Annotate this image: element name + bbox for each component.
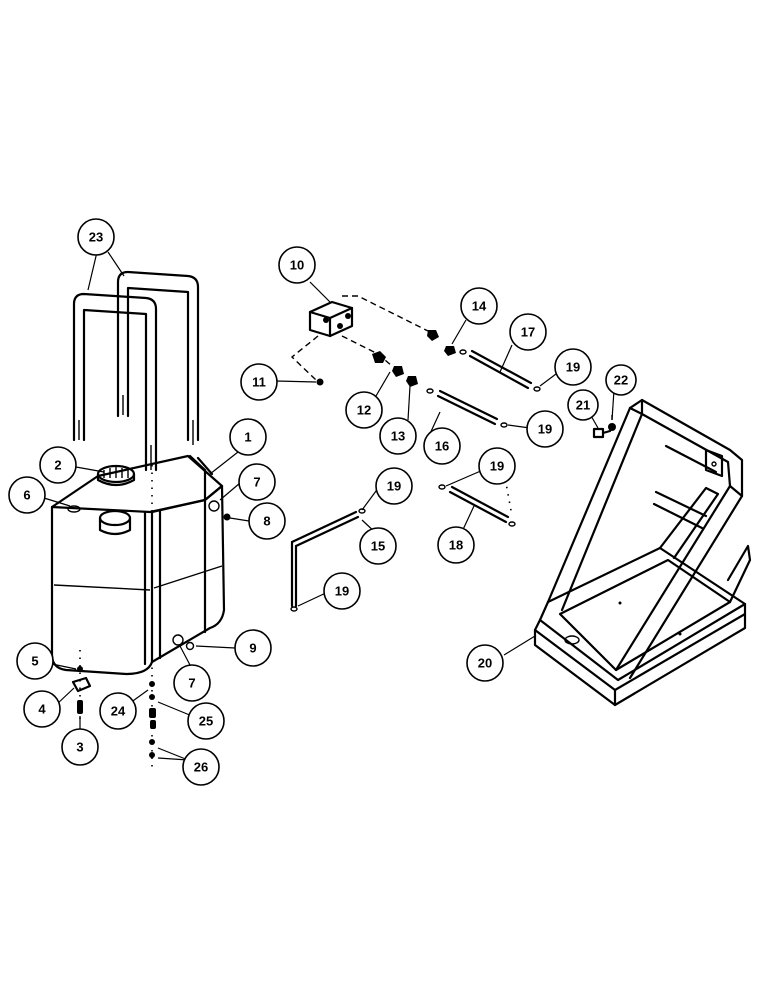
callout-9: 9	[234, 629, 272, 667]
callout-19-c: 19	[478, 447, 516, 485]
callout-4: 4	[23, 690, 61, 728]
svg-text:25: 25	[199, 714, 213, 729]
callout-1: 1	[229, 418, 267, 456]
fuel-tank	[50, 454, 226, 676]
svg-text:20: 20	[478, 656, 492, 671]
svg-text:22: 22	[614, 373, 628, 388]
callout-12: 12	[345, 391, 383, 429]
svg-text:23: 23	[89, 230, 103, 245]
callout-8: 8	[248, 502, 286, 540]
svg-text:18: 18	[449, 538, 463, 553]
svg-text:7: 7	[188, 676, 195, 691]
svg-text:7: 7	[253, 475, 260, 490]
svg-text:13: 13	[391, 429, 405, 444]
callout-labels: 1 2 3 4 5 6 7 7 8 9 10 11 12 13 14 15 16…	[8, 218, 637, 786]
svg-text:11: 11	[252, 375, 266, 390]
svg-text:8: 8	[263, 514, 270, 529]
callout-24: 24	[99, 692, 137, 730]
svg-text:10: 10	[290, 258, 304, 273]
svg-text:19: 19	[538, 422, 552, 437]
callout-20: 20	[466, 644, 504, 682]
callout-3: 3	[61, 728, 99, 766]
callout-2: 2	[39, 446, 77, 484]
svg-text:1: 1	[244, 430, 251, 445]
callout-23: 23	[77, 218, 115, 256]
svg-text:19: 19	[566, 360, 580, 375]
svg-text:21: 21	[576, 398, 590, 413]
svg-text:5: 5	[31, 654, 38, 669]
callout-16: 16	[423, 427, 461, 465]
callout-14: 14	[460, 287, 498, 325]
svg-text:4: 4	[38, 702, 46, 717]
callout-7-lower: 7	[173, 664, 211, 702]
svg-text:6: 6	[23, 488, 30, 503]
drain-fittings	[71, 650, 92, 720]
callout-22: 22	[605, 364, 637, 396]
callout-18: 18	[437, 526, 475, 564]
svg-text:16: 16	[435, 439, 449, 454]
svg-text:19: 19	[490, 459, 504, 474]
svg-text:15: 15	[371, 539, 385, 554]
svg-text:17: 17	[521, 325, 535, 340]
filter-head	[308, 300, 354, 338]
callout-19-e: 19	[323, 572, 361, 610]
callout-19-a: 19	[554, 348, 592, 386]
callout-19-b: 19	[526, 410, 564, 448]
mounting-bracket	[533, 398, 752, 707]
callout-7-upper: 7	[238, 463, 276, 501]
callout-11: 11	[240, 363, 278, 401]
svg-text:3: 3	[76, 740, 83, 755]
tank-side-fittings	[185, 513, 231, 651]
callout-21: 21	[567, 389, 599, 421]
hose-connection-lines	[290, 295, 431, 381]
svg-text:12: 12	[357, 403, 371, 418]
svg-text:14: 14	[472, 299, 487, 314]
svg-text:2: 2	[54, 458, 61, 473]
fittings-11-14	[316, 330, 456, 387]
svg-text:24: 24	[111, 704, 126, 719]
tank-straps	[72, 270, 200, 472]
svg-text:19: 19	[387, 479, 401, 494]
callout-19-d: 19	[375, 467, 413, 505]
callout-5: 5	[16, 642, 54, 680]
callout-15: 15	[359, 527, 397, 565]
bottom-hardware	[149, 465, 156, 770]
callout-26: 26	[182, 748, 220, 786]
callout-25: 25	[187, 702, 225, 740]
svg-text:26: 26	[194, 760, 208, 775]
svg-text:9: 9	[249, 641, 256, 656]
svg-text:19: 19	[335, 584, 349, 599]
callout-17: 17	[509, 313, 547, 351]
callout-13: 13	[379, 417, 417, 455]
callout-10: 10	[278, 246, 316, 284]
callout-6: 6	[8, 476, 46, 514]
filler-cap	[96, 464, 136, 487]
hoses	[290, 349, 541, 612]
